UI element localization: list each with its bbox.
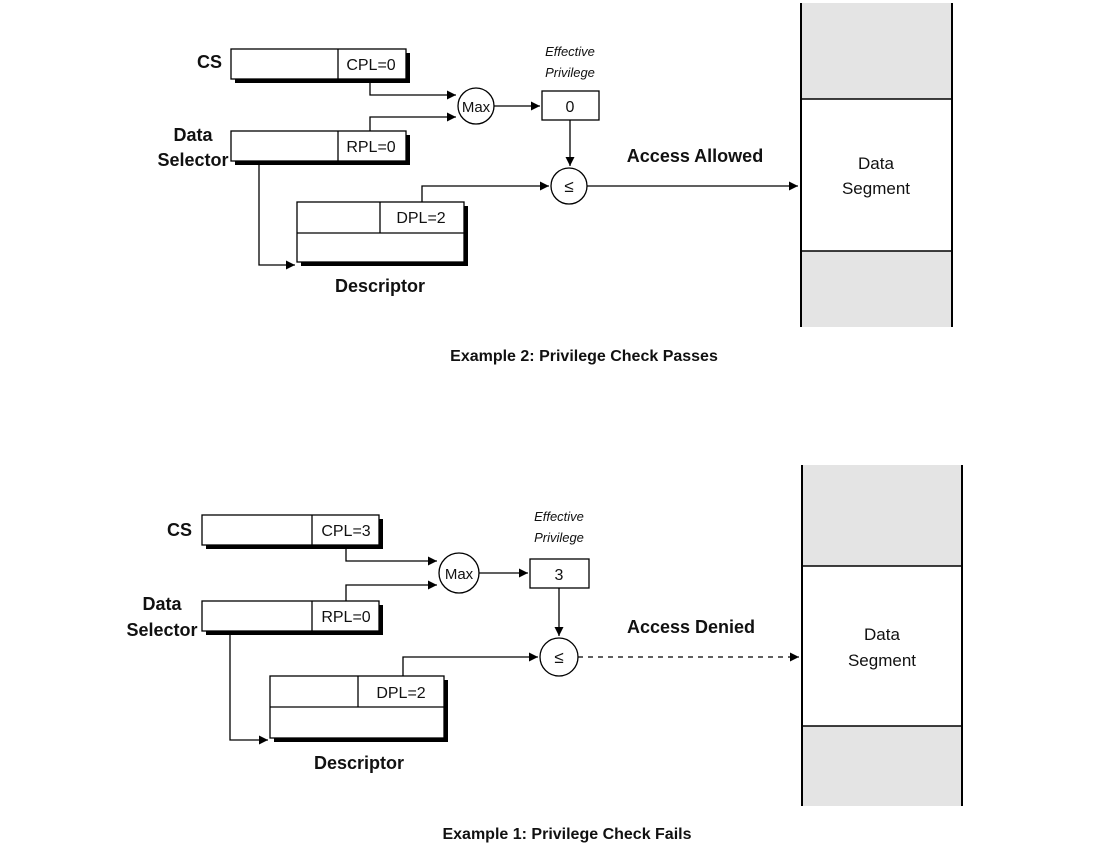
rpl-field: RPL=0: [346, 139, 395, 156]
dpl-field: DPL=2: [376, 685, 425, 702]
effective-privilege-value: 3: [555, 567, 564, 584]
data-selector-label-line1: Data: [173, 125, 213, 145]
dpl-to-compare-arrow: [421, 181, 549, 202]
descriptor-box: [296, 201, 468, 266]
data-selector-register: [230, 130, 410, 165]
caption: Example 2: Privilege Check Passes: [450, 348, 718, 365]
cs-label: CS: [197, 52, 222, 72]
data-selector-label-line2: Selector: [157, 150, 228, 170]
descriptor-box: [269, 675, 448, 742]
cs-label: CS: [167, 520, 192, 540]
data-segment-column: [800, 3, 953, 327]
effective-privilege-box: [541, 90, 600, 121]
effective-privilege-value: 0: [566, 99, 575, 116]
rpl-to-max-arrow: [369, 112, 456, 131]
example-fails: CS CPL=3 Data Selector RPL=0 Max Effecti…: [126, 465, 963, 843]
selector-to-descriptor-arrow: [229, 631, 268, 745]
cpl-to-max-arrow: [345, 545, 437, 566]
compare-symbol: ≤: [554, 648, 563, 667]
cpl-field: CPL=0: [346, 57, 395, 74]
segment-label-line1: Data: [858, 154, 894, 173]
effective-label-line1: Effective: [545, 44, 595, 59]
compare-symbol: ≤: [564, 177, 573, 196]
segment-label-line1: Data: [864, 625, 900, 644]
rpl-field: RPL=0: [321, 609, 370, 626]
dpl-to-compare-arrow: [402, 652, 538, 676]
dpl-field: DPL=2: [396, 210, 445, 227]
segment-label-line2: Segment: [848, 651, 916, 670]
descriptor-label: Descriptor: [335, 276, 425, 296]
effective-label-line1: Effective: [534, 509, 584, 524]
data-selector-label-line1: Data: [142, 594, 182, 614]
effective-label-line2: Privilege: [545, 65, 595, 80]
access-result-label: Access Denied: [627, 617, 755, 637]
cpl-field: CPL=3: [321, 523, 370, 540]
effective-label-line2: Privilege: [534, 530, 584, 545]
access-result-label: Access Allowed: [627, 146, 763, 166]
descriptor-label: Descriptor: [314, 753, 404, 773]
data-selector-register: [201, 600, 383, 635]
rpl-to-max-arrow: [345, 580, 437, 601]
max-label: Max: [462, 99, 491, 116]
caption: Example 1: Privilege Check Fails: [442, 826, 691, 843]
segment-label-line2: Segment: [842, 179, 910, 198]
effective-privilege-box: [529, 558, 590, 589]
cpl-to-max-arrow: [369, 79, 456, 100]
example-passes: CS CPL=0 Data Selector RPL=0 Max Effecti…: [157, 3, 953, 365]
cs-register: [201, 514, 383, 549]
data-selector-label-line2: Selector: [126, 620, 197, 640]
max-label: Max: [445, 566, 474, 583]
data-segment-column: [801, 465, 963, 806]
selector-to-descriptor-arrow: [258, 161, 295, 270]
cs-register: [230, 48, 410, 83]
